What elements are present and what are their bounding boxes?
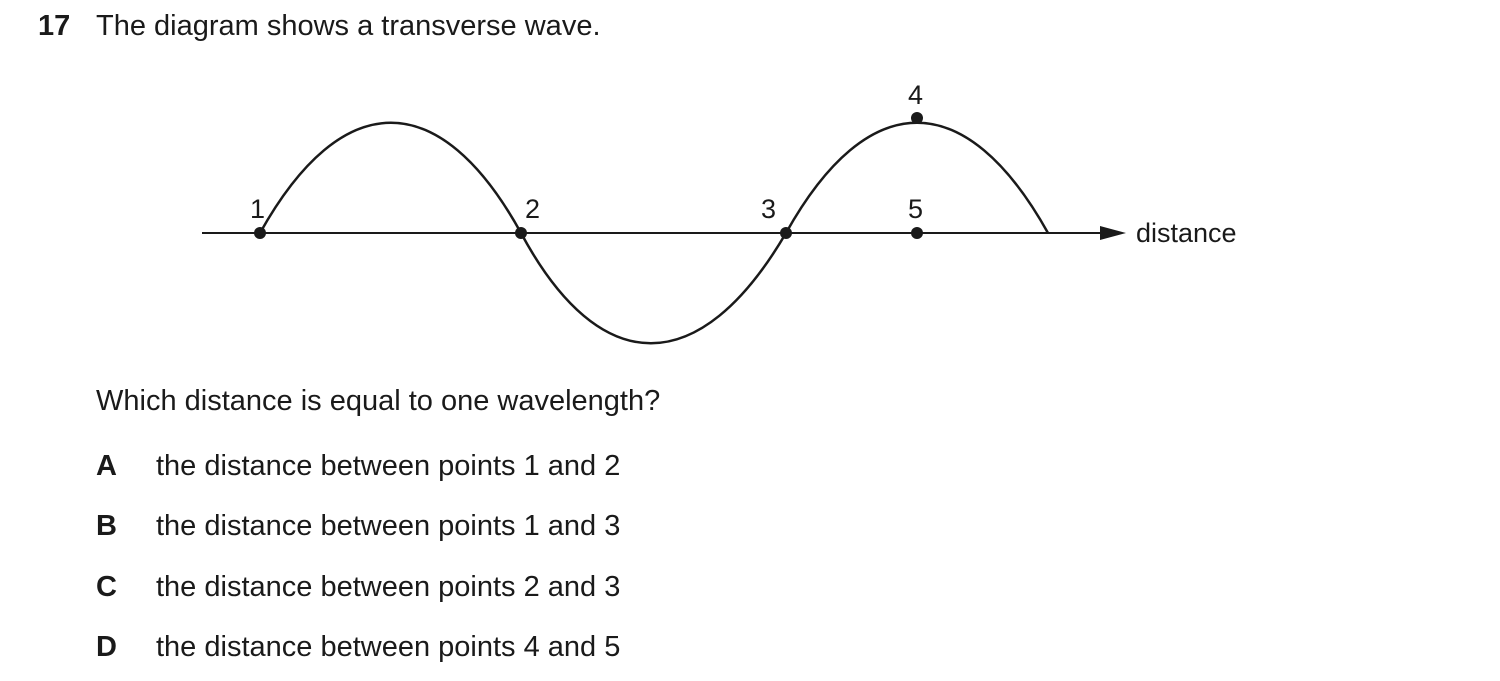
question-prompt: Which distance is equal to one wavelengt… [96,385,661,417]
point-4-label: 4 [908,80,923,110]
point-3-label: 3 [761,194,776,224]
option-c[interactable]: C the distance between points 2 and 3 [96,571,620,604]
point-2-marker [515,227,527,239]
option-letter: C [96,571,117,603]
question-stem: The diagram shows a transverse wave. [96,10,601,42]
point-5-label: 5 [908,194,923,224]
option-letter: D [96,631,117,663]
point-5-marker [911,227,923,239]
point-2-label: 2 [525,194,540,224]
option-text: the distance between points 4 and 5 [156,631,621,663]
axis-label: distance [1136,218,1237,248]
point-3-marker [780,227,792,239]
option-b[interactable]: B the distance between points 1 and 3 [96,510,620,543]
question-number: 17 [38,10,71,42]
point-1-marker [254,227,266,239]
option-text: the distance between points 1 and 3 [156,510,621,542]
option-text: the distance between points 1 and 2 [156,450,621,482]
option-text: the distance between points 2 and 3 [156,571,621,603]
option-letter: B [96,510,117,542]
option-d[interactable]: D the distance between points 4 and 5 [96,631,620,664]
point-4-marker [911,112,923,124]
axis-arrowhead [1100,226,1126,240]
option-letter: A [96,450,117,482]
point-1-label: 1 [250,194,265,224]
option-a[interactable]: A the distance between points 1 and 2 [96,450,620,483]
